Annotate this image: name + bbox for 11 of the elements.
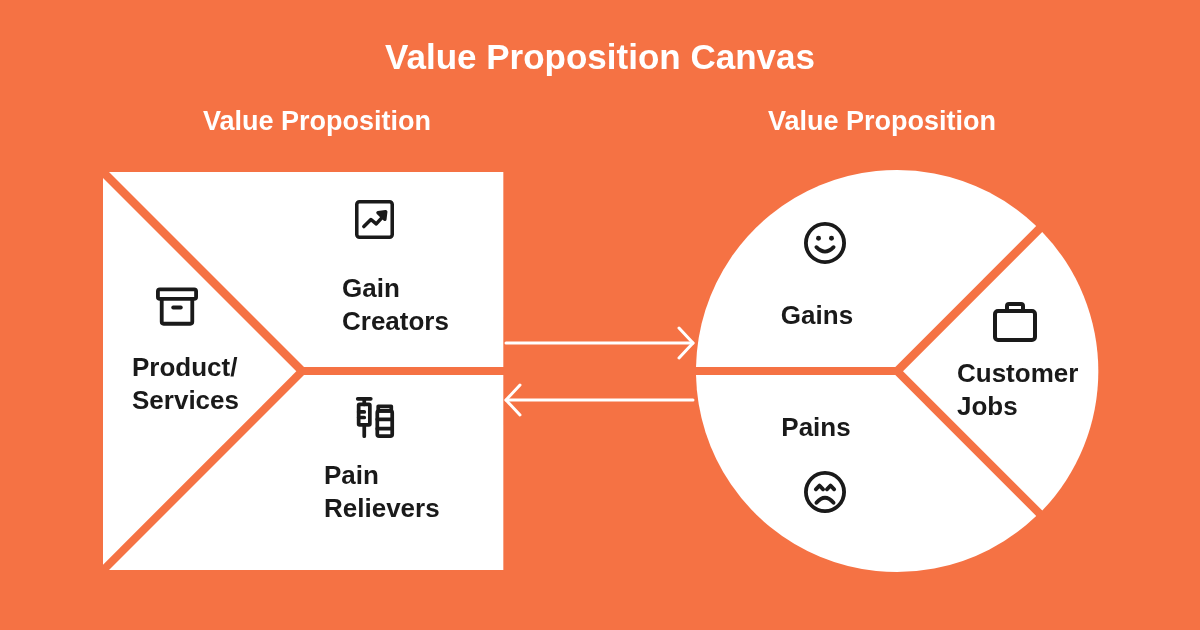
section-label: Pain Relievers [324, 459, 440, 525]
section-label: Customer Jobs [957, 357, 1079, 423]
arrow [504, 383, 695, 417]
section-label: Product/ Services [132, 351, 239, 417]
diagram-title: Value Proposition Canvas [385, 36, 815, 78]
section-label: Pains [781, 411, 851, 444]
arrow [504, 326, 695, 360]
section-label: Gains [780, 299, 854, 332]
section-heading: Value Proposition [768, 105, 996, 138]
section-heading: Value Proposition [203, 105, 431, 138]
section-label: Gain Creators [342, 272, 449, 338]
